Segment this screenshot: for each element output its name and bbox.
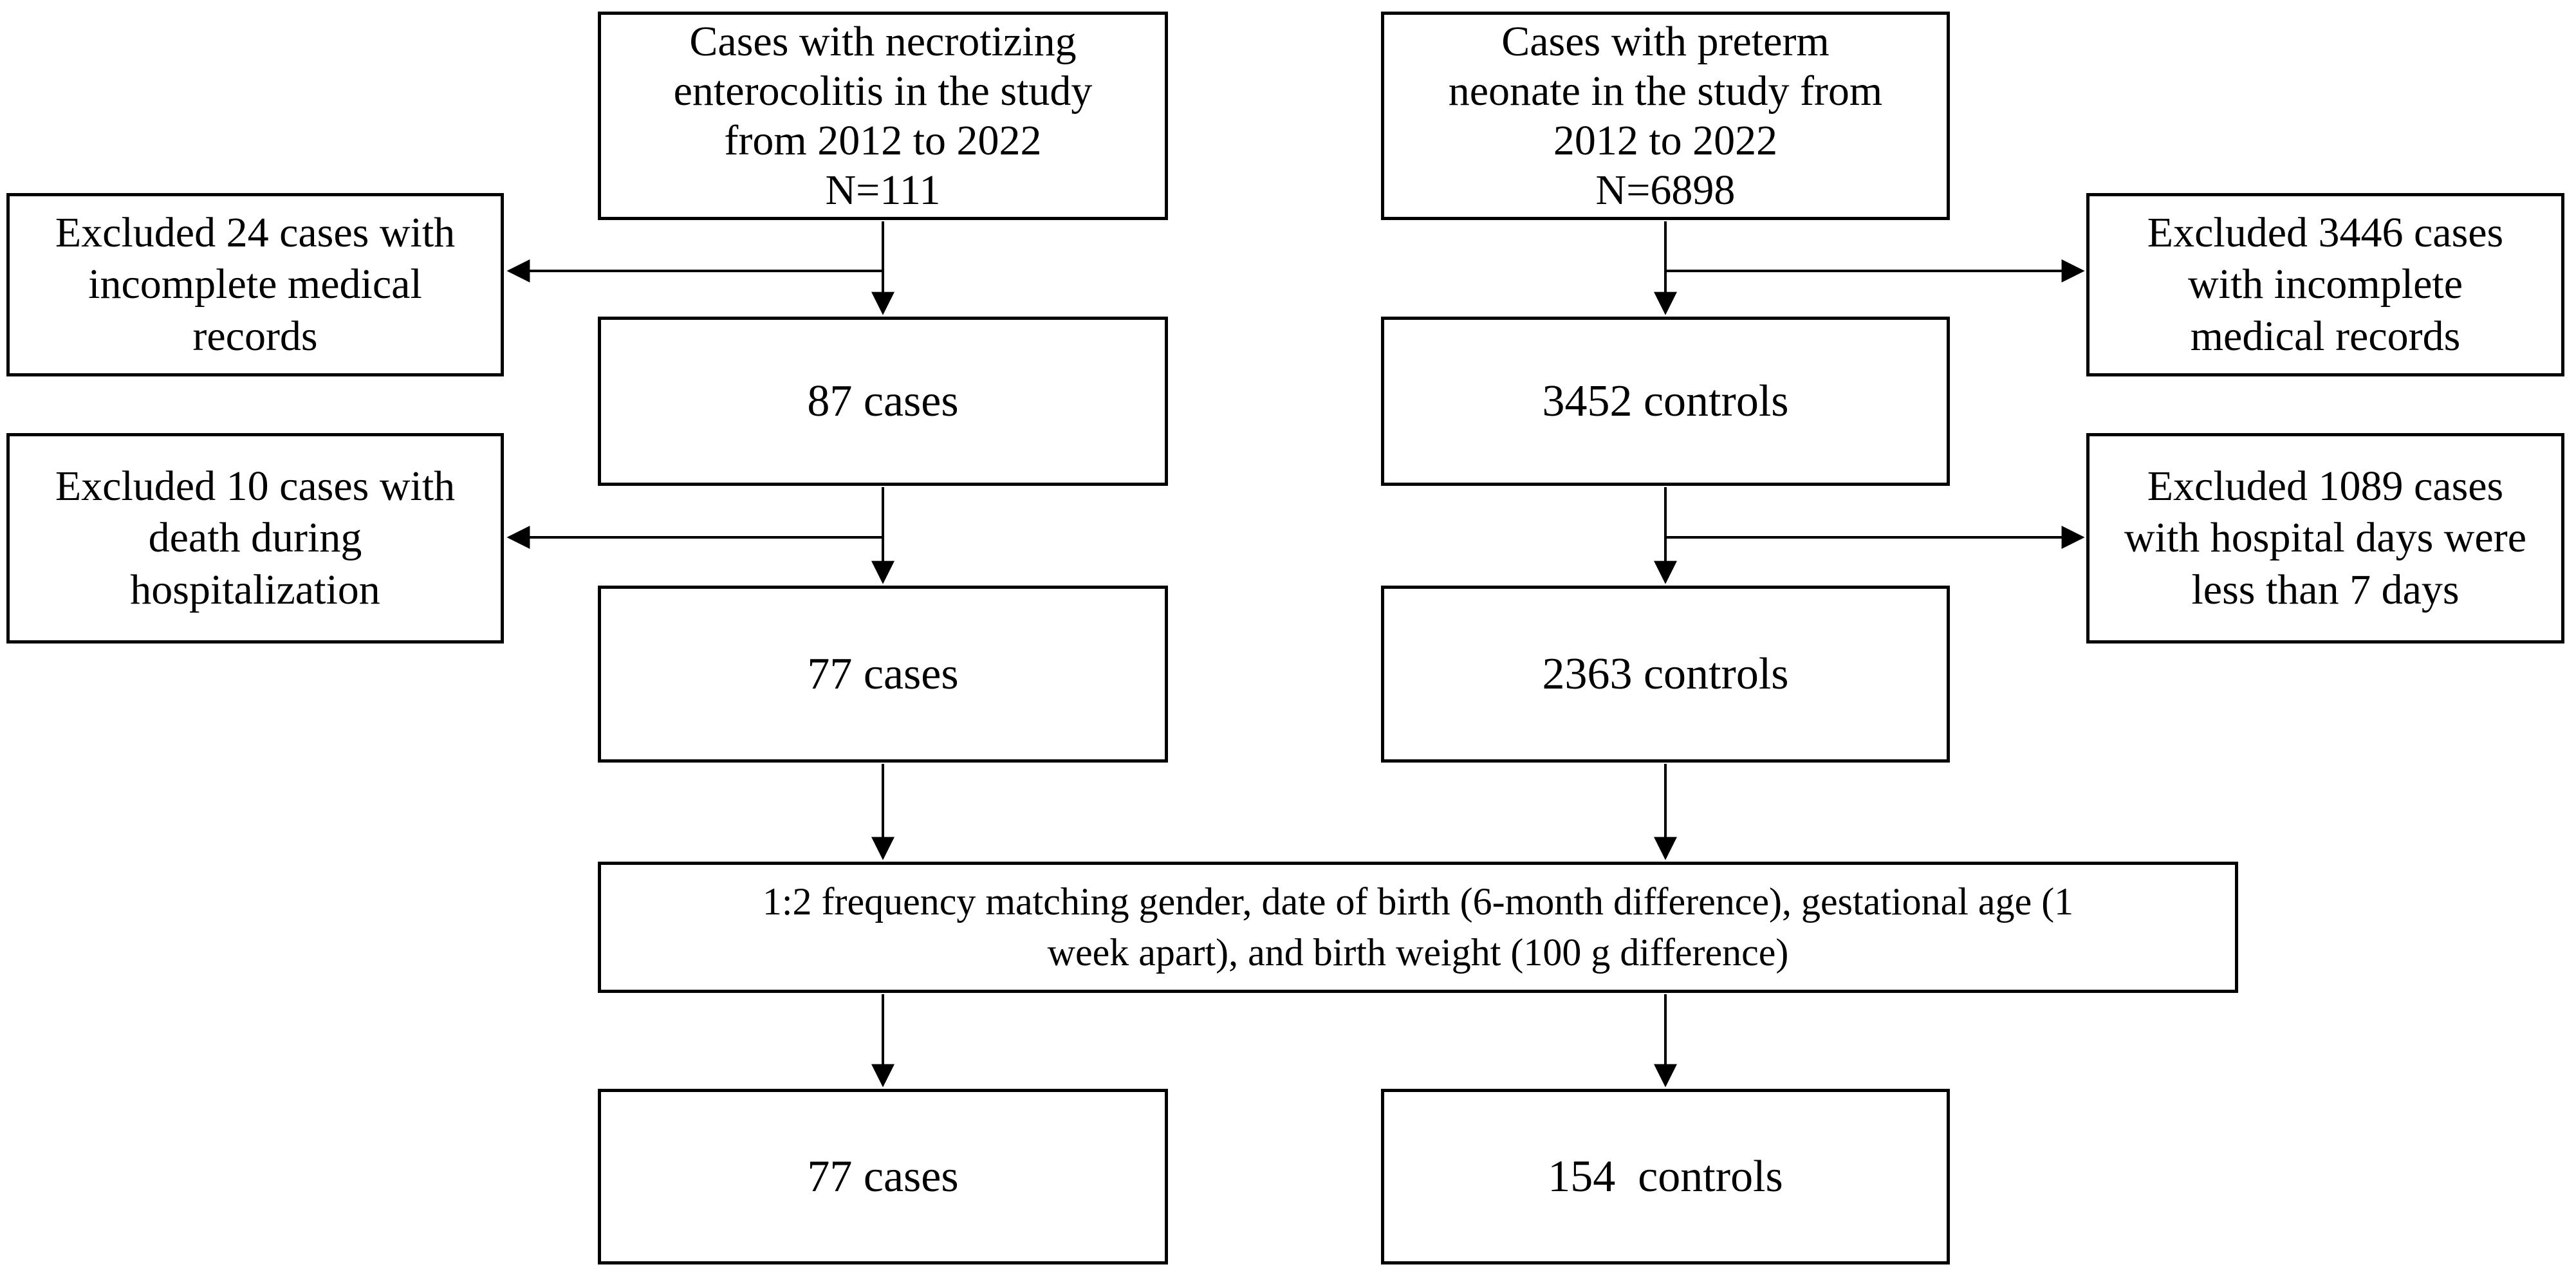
node-77-cases-label: 77 cases (807, 649, 959, 699)
node-3452-controls-label: 3452 controls (1542, 376, 1789, 426)
node-2363-controls-label: 2363 controls (1542, 649, 1789, 699)
node-excluded-cases-death-label: Excluded 10 cases with death during hosp… (55, 462, 456, 613)
node-study-controls-label: Cases with preterm neonate in the study … (1448, 17, 1883, 214)
node-excluded-controls-hospital-label: Excluded 1089 cases with hospital days w… (2124, 462, 2527, 613)
node-excluded-cases-records-label: Excluded 24 cases with incomplete medica… (55, 208, 456, 360)
node-frequency-matching-label: 1:2 frequency matching gender, date of b… (762, 880, 2074, 974)
node-final-77-cases: 77 cases (598, 1089, 1168, 1264)
node-study-cases: Cases with necrotizing enterocolitis in … (598, 12, 1168, 220)
node-excluded-controls-hospital: Excluded 1089 cases with hospital days w… (2086, 433, 2564, 644)
node-final-154-controls-label: 154 controls (1548, 1151, 1783, 1201)
node-excluded-controls-records: Excluded 3446 cases with incomplete medi… (2086, 193, 2564, 376)
node-study-controls: Cases with preterm neonate in the study … (1381, 12, 1950, 220)
node-2363-controls: 2363 controls (1381, 586, 1950, 763)
node-77-cases: 77 cases (598, 586, 1168, 763)
node-final-77-cases-label: 77 cases (807, 1151, 959, 1201)
node-frequency-matching: 1:2 frequency matching gender, date of b… (598, 862, 2238, 993)
node-87-cases: 87 cases (598, 317, 1168, 486)
node-excluded-cases-records: Excluded 24 cases with incomplete medica… (6, 193, 504, 376)
node-87-cases-label: 87 cases (807, 376, 959, 426)
node-excluded-cases-death: Excluded 10 cases with death during hosp… (6, 433, 504, 644)
node-3452-controls: 3452 controls (1381, 317, 1950, 486)
node-excluded-controls-records-label: Excluded 3446 cases with incomplete medi… (2147, 208, 2504, 360)
node-study-cases-label: Cases with necrotizing enterocolitis in … (673, 17, 1093, 214)
node-final-154-controls: 154 controls (1381, 1089, 1950, 1264)
